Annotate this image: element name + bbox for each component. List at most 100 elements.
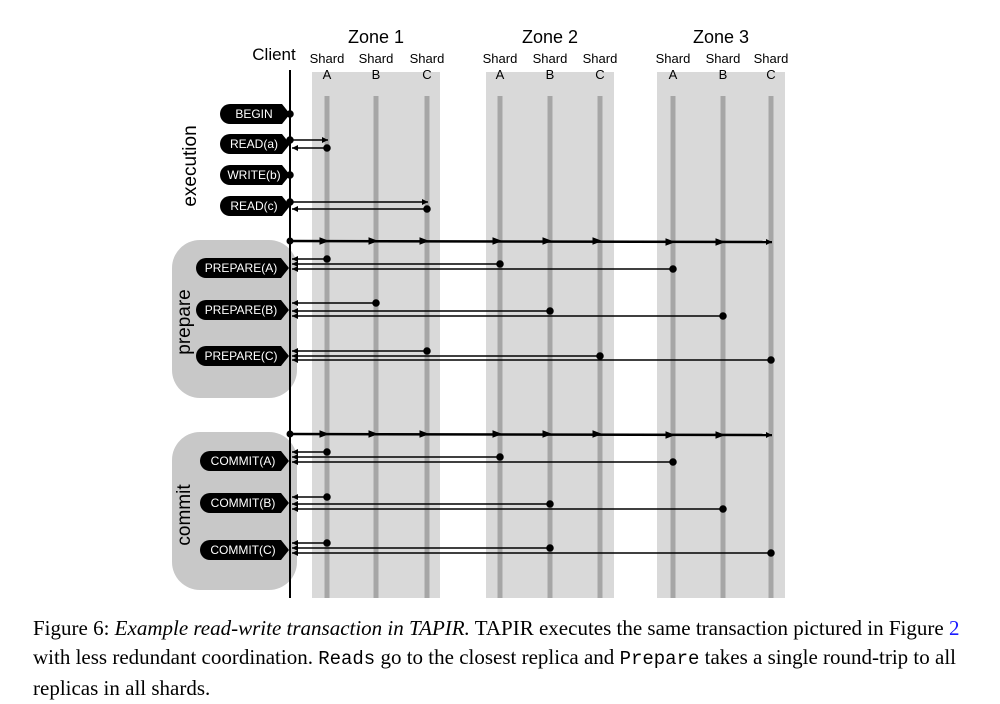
broadcast-tick (715, 238, 726, 246)
shard-dot (496, 260, 504, 268)
caption-code: Prepare (619, 648, 700, 670)
shard-letter: C (595, 67, 604, 82)
shard-letter: A (669, 67, 678, 82)
shard-dot (496, 453, 504, 461)
op-pill-prepare-c: PREPARE(C) (196, 346, 289, 366)
broadcast-tick (592, 430, 603, 438)
shard-word: Shard (359, 51, 394, 66)
op-pill-begin: BEGIN (220, 104, 290, 124)
op-label: READ(a) (230, 137, 278, 151)
phase-label-commit: commit (174, 484, 195, 546)
op-label: COMMIT(A) (211, 454, 276, 468)
op-label: COMMIT(B) (211, 496, 276, 510)
broadcast-tick (368, 237, 379, 245)
shard-letter: A (323, 67, 332, 82)
broadcast-tick (419, 430, 430, 438)
client-dot (286, 110, 294, 118)
zone-1-title: Zone 1 (348, 27, 404, 47)
op-label: WRITE(b) (227, 168, 280, 182)
op-pill-read-a: READ(a) (220, 134, 290, 154)
broadcast-tick (492, 237, 503, 245)
caption-text: takes a single round-trip to all replica… (33, 645, 956, 700)
op-pill-read-c: READ(c) (220, 196, 290, 216)
broadcast-tick (542, 237, 553, 245)
shard-dot (423, 205, 431, 213)
op-label: PREPARE(C) (204, 349, 277, 363)
phase-label-prepare: prepare (174, 289, 195, 355)
shard-dot (323, 255, 331, 263)
figure-caption: Figure 6: Example read-write transaction… (33, 614, 988, 703)
op-label: PREPARE(A) (205, 261, 277, 275)
shard-dot (323, 539, 331, 547)
op-pill-commit-a: COMMIT(A) (200, 451, 289, 471)
shard-word: Shard (483, 51, 518, 66)
broadcast-tick (665, 238, 676, 246)
broadcast-tick (665, 431, 676, 439)
broadcast-tick (319, 430, 330, 438)
broadcast-tick (419, 237, 430, 245)
caption-code: Reads (318, 648, 376, 670)
shard-dot (323, 493, 331, 501)
caption-text: with less redundant coordination. (33, 645, 313, 669)
shard-dot (767, 356, 775, 364)
shard-letter: B (719, 67, 728, 82)
figure-ref-link[interactable]: 2 (948, 616, 960, 640)
client-dot (286, 430, 294, 438)
msg-commit-broadcast (289, 431, 773, 438)
shard-dot (323, 448, 331, 456)
shard-dot (719, 505, 727, 513)
op-label: COMMIT(C) (210, 543, 275, 557)
shard-dot (423, 347, 431, 355)
op-pill-commit-b: COMMIT(B) (200, 493, 289, 513)
broadcast-tick (319, 237, 330, 245)
shard-timelines (324, 96, 774, 598)
shard-word: Shard (310, 51, 345, 66)
shard-dot (596, 352, 604, 360)
shard-word: Shard (754, 51, 789, 66)
shard-dot (719, 312, 727, 320)
caption-figure-label: Figure 6: (33, 616, 110, 640)
caption-title: Example read-write transaction in TAPIR. (114, 616, 470, 640)
op-pill-prepare-a: PREPARE(A) (196, 258, 289, 278)
shard-word: Shard (410, 51, 445, 66)
shard-letter: C (422, 67, 431, 82)
broadcast-tick (368, 430, 379, 438)
op-pill-prepare-b: PREPARE(B) (196, 300, 289, 320)
shard-word: Shard (706, 51, 741, 66)
shard-dot (546, 544, 554, 552)
shard-letter: B (546, 67, 555, 82)
msg-prepare-broadcast (289, 238, 773, 245)
shard-dot (372, 299, 380, 307)
zone-3-title: Zone 3 (693, 27, 749, 47)
broadcast-tick (715, 431, 726, 439)
op-pill-commit-c: COMMIT(C) (200, 540, 289, 560)
shard-dot (767, 549, 775, 557)
commit-messages (286, 430, 775, 557)
phase-label-execution: execution (180, 125, 201, 206)
zone-2-title: Zone 2 (522, 27, 578, 47)
shard-word: Shard (656, 51, 691, 66)
op-label: READ(c) (230, 199, 277, 213)
shard-dot (669, 458, 677, 466)
tapir-transaction-diagram: Client Zone 1 Zone 2 Zone 3 Shard A Shar… (172, 27, 789, 598)
shard-letter: C (766, 67, 775, 82)
client-dot (286, 237, 294, 245)
shard-dot (669, 265, 677, 273)
caption-text: go to the closest replica and (380, 645, 615, 669)
execution-messages (286, 110, 431, 213)
op-pill-write-b: WRITE(b) (220, 165, 290, 185)
client-dot (286, 198, 294, 206)
client-label: Client (252, 45, 296, 64)
broadcast-tick (492, 430, 503, 438)
client-dot (286, 171, 294, 179)
shard-word: Shard (583, 51, 618, 66)
shard-dot (546, 307, 554, 315)
op-label: PREPARE(B) (205, 303, 277, 317)
prepare-messages (286, 237, 775, 364)
broadcast-tick (592, 237, 603, 245)
shard-word: Shard (533, 51, 568, 66)
op-label: BEGIN (235, 107, 272, 121)
shard-dot (546, 500, 554, 508)
shard-letter: A (496, 67, 505, 82)
client-dot (286, 136, 294, 144)
